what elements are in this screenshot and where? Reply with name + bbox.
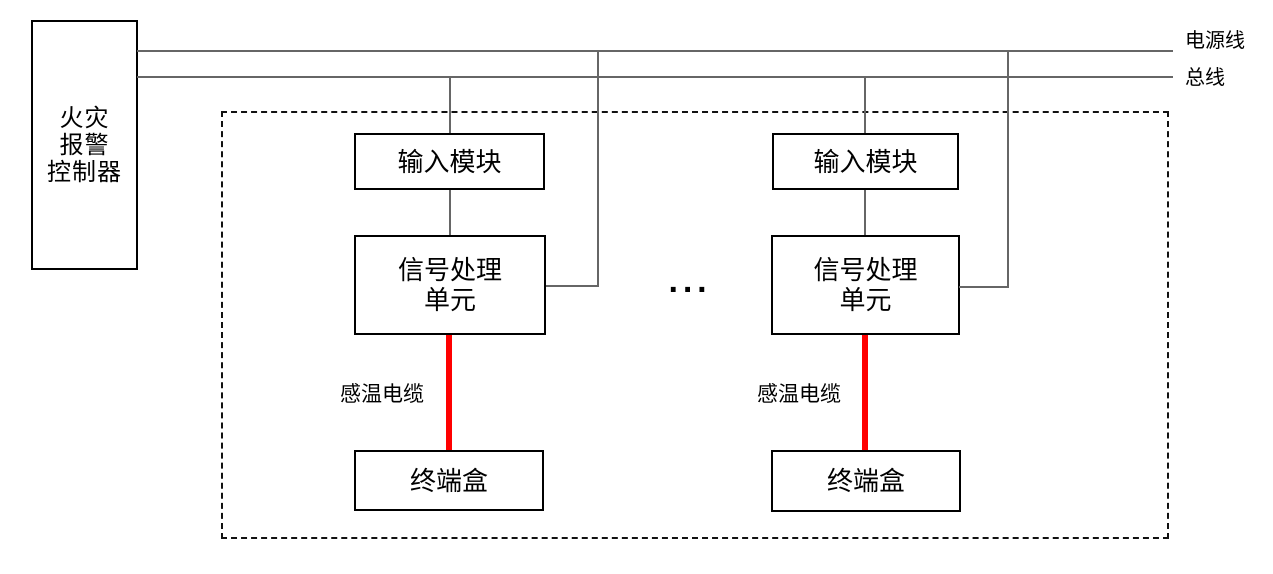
input-module-box-1: 输入模块 (354, 133, 545, 190)
repeat-ellipsis: ··· (668, 270, 712, 309)
power-to-signal-stub-1 (546, 285, 598, 287)
bus-line-label: 总线 (1185, 67, 1225, 89)
signal-processing-unit-box-2: 信号处理 单元 (771, 235, 960, 335)
power-to-signal-stub-2 (959, 286, 1009, 288)
input-to-signal-wire-2 (864, 190, 866, 235)
bus-to-input-wire-2 (864, 77, 866, 133)
signal-processing-unit-box-1: 信号处理 单元 (354, 235, 546, 335)
terminal-box-1: 终端盒 (354, 450, 544, 511)
fire-alarm-controller-box: 火灾 报警 控制器 (31, 20, 138, 270)
bus-trunk-line (137, 76, 1173, 78)
detector-zone-dashed-border (221, 111, 1169, 539)
power-drop-wire-2 (1007, 51, 1009, 288)
power-line-label: 电源线 (1185, 30, 1245, 52)
sensing-cable-2 (862, 335, 868, 450)
terminal-box-2: 终端盒 (771, 450, 961, 512)
bus-to-input-wire-1 (449, 77, 451, 133)
power-drop-wire-1 (597, 51, 599, 287)
sensing-cable-1 (446, 335, 452, 450)
power-trunk-line (137, 50, 1173, 52)
input-to-signal-wire-1 (449, 190, 451, 235)
input-module-box-2: 输入模块 (772, 133, 959, 190)
sensing-cable-label-2: 感温电缆 (757, 383, 841, 406)
sensing-cable-label-1: 感温电缆 (340, 383, 424, 406)
